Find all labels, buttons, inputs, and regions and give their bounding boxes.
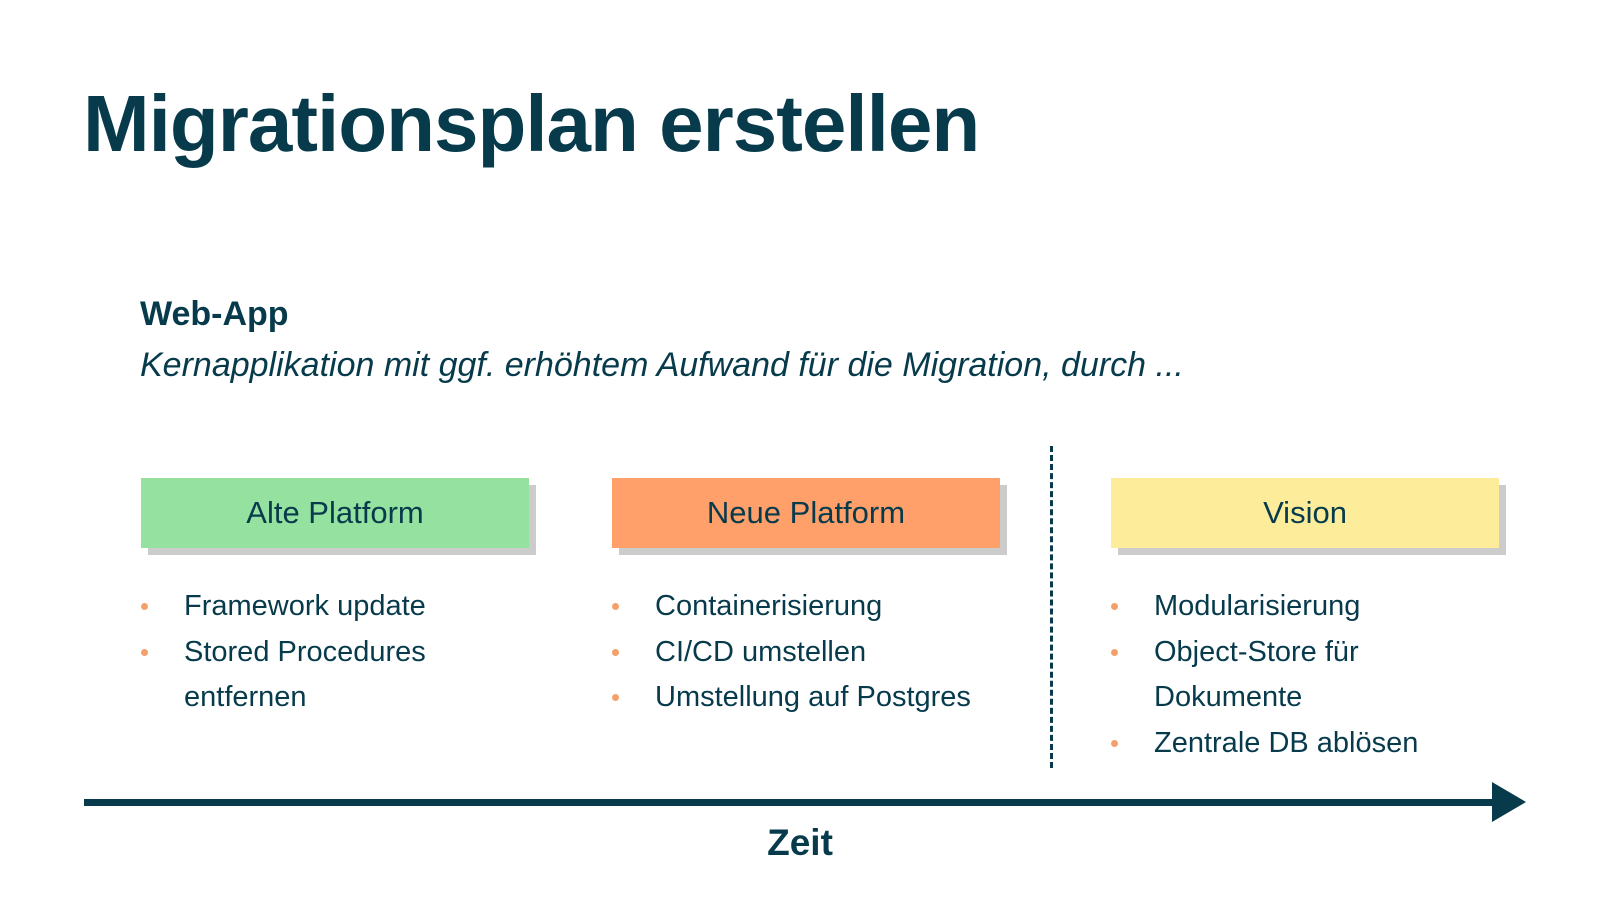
bullet-dot-icon: [612, 694, 619, 701]
bullet-text: Stored Procedures entfernen: [184, 635, 426, 714]
arrow-right-icon: [1492, 782, 1526, 822]
bullet-item: CI/CD umstellen: [612, 630, 1000, 676]
bullet-text: Modularisierung: [1154, 590, 1361, 622]
phase-column-vision: Vision Modularisierung Object-Store für …: [1111, 478, 1499, 766]
bullet-dot-icon: [1111, 603, 1118, 610]
bullet-dot-icon: [141, 603, 148, 610]
bullet-item: Object-Store für Dokumente: [1111, 630, 1499, 721]
timeline-label: Zeit: [767, 822, 833, 863]
bullet-dot-icon: [141, 648, 148, 656]
phase-bullet-list: Modularisierung Object-Store für Dokumen…: [1111, 584, 1499, 766]
bullet-item: Containerisierung: [612, 584, 1000, 630]
bullet-item: Stored Procedures entfernen: [141, 630, 529, 721]
bullet-dot-icon: [612, 603, 619, 610]
section-title: Web-App: [140, 295, 289, 333]
phase-bullet-list: Containerisierung CI/CD umstellen Umstel…: [612, 584, 1000, 721]
section-subtitle: Kernapplikation mit ggf. erhöhtem Aufwan…: [140, 346, 1184, 384]
bullet-item: Modularisierung: [1111, 584, 1499, 630]
phase-header-alte-platform: Alte Platform: [141, 478, 529, 548]
bullet-text: Umstellung auf Postgres: [655, 681, 971, 713]
bullet-text: Containerisierung: [655, 590, 883, 622]
bullet-dot-icon: [612, 648, 619, 656]
bullet-text: Object-Store für Dokumente: [1154, 635, 1359, 714]
phase-header-neue-platform: Neue Platform: [612, 478, 1000, 548]
phase-column-neue-platform: Neue Platform Containerisierung CI/CD um…: [612, 478, 1000, 721]
bullet-text: Framework update: [184, 590, 426, 622]
bullet-text: CI/CD umstellen: [655, 635, 867, 668]
phase-header-vision: Vision: [1111, 478, 1499, 548]
phase-divider: [1050, 446, 1053, 768]
phase-column-alte-platform: Alte Platform Framework update Stored Pr…: [141, 478, 529, 721]
bullet-text: Zentrale DB ablösen: [1154, 726, 1419, 759]
bullet-item: Zentrale DB ablösen: [1111, 721, 1499, 767]
bullet-item: Framework update: [141, 584, 529, 630]
bullet-dot-icon: [1111, 739, 1118, 747]
bullet-dot-icon: [1111, 648, 1118, 656]
page-title: Migrationsplan erstellen: [83, 79, 980, 168]
bullet-item: Umstellung auf Postgres: [612, 675, 1000, 721]
timeline-arrow-line: [84, 799, 1496, 806]
phase-bullet-list: Framework update Stored Procedures entfe…: [141, 584, 529, 721]
